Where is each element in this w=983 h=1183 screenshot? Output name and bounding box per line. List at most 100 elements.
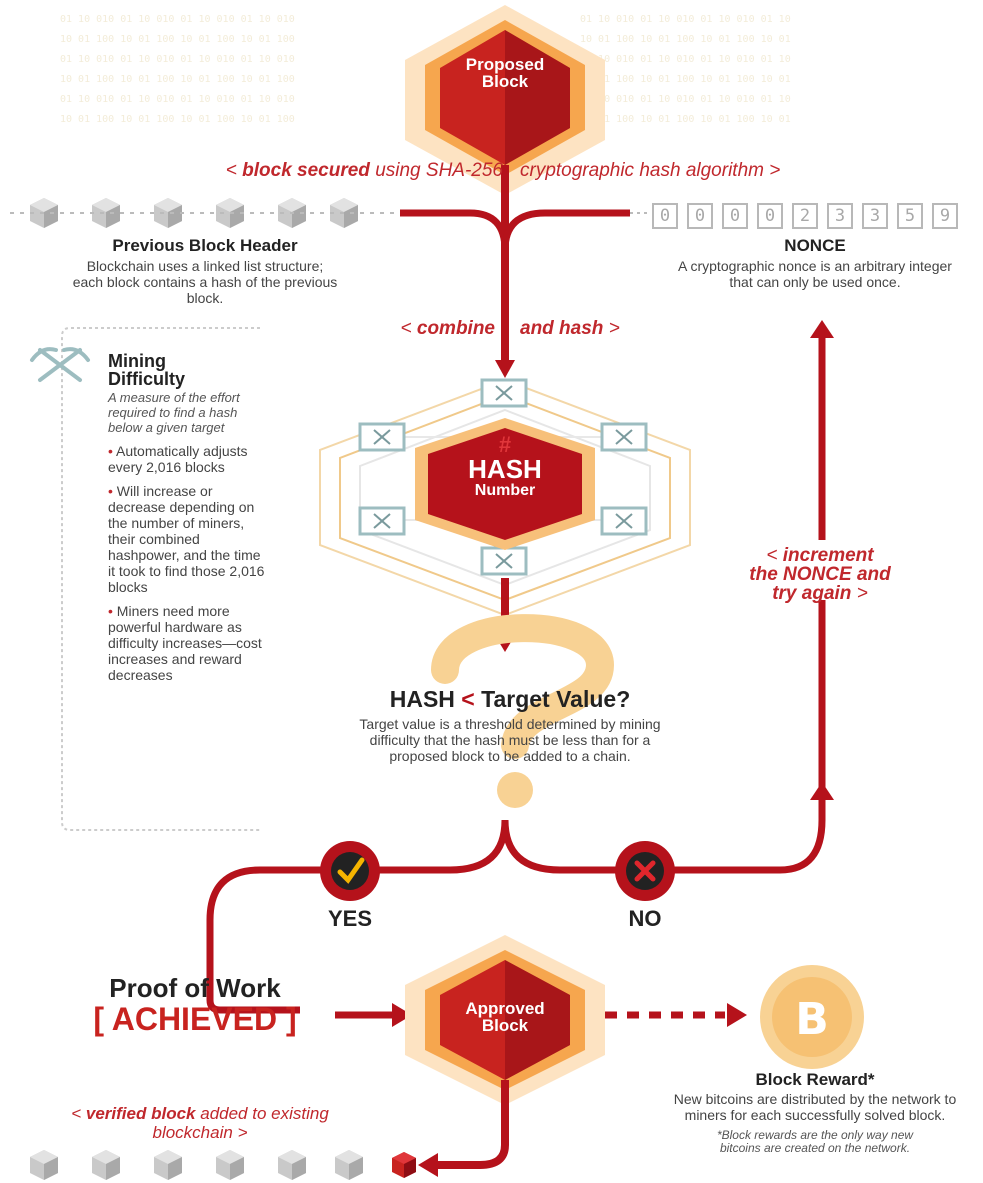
verified-caption-strong: verified block	[85, 1104, 196, 1123]
svg-text:10 01 100 10 01 100 10 01 100: 10 01 100 10 01 100 10 01 100 10 01	[580, 74, 791, 85]
svg-text:01 10 010 01 10 010 01 10 010: 01 10 010 01 10 010 01 10 010 01 10	[580, 14, 791, 25]
proof-of-work-line1: Proof of Work	[109, 973, 281, 1003]
svg-text:01 10 010 01 10 010 01 10 010: 01 10 010 01 10 010 01 10 010 01 10 010	[60, 94, 295, 105]
nonce-description: A cryptographic nonce is an arbitrary in…	[678, 258, 952, 290]
nonce-digit: 3	[827, 203, 853, 229]
bitcoin-icon: B	[760, 965, 864, 1069]
block-reward-footnote: *Block rewards are the only way new bitc…	[716, 1128, 914, 1155]
svg-text:01 10 010 01 10 010 01 10 010: 01 10 010 01 10 010 01 10 010 01 10	[580, 94, 791, 105]
no-branch-line	[501, 790, 826, 874]
increment-caption: < increment the NONCE and try again >	[700, 546, 940, 603]
nonce-digit: 0	[722, 203, 748, 229]
svg-text:10 01 100 10 01 100 10 01 100: 10 01 100 10 01 100 10 01 100 10 01	[580, 34, 791, 45]
svg-text:10 01 100 10 01 100 10 01 100: 10 01 100 10 01 100 10 01 100 10 01 100	[60, 34, 295, 45]
previous-block-section: Previous Block Header Blockchain uses a …	[40, 236, 370, 306]
verified-caption-close: >	[237, 1123, 248, 1142]
mining-difficulty-bullet-text: Automatically adjusts every 2,016 blocks	[108, 443, 248, 475]
nonce-section: NONCE A cryptographic nonce is an arbitr…	[660, 236, 970, 290]
proof-of-work: Proof of Work [ ACHIEVED ]	[50, 974, 340, 1036]
nonce-digit: 9	[932, 203, 958, 229]
arrow-into-hash	[495, 360, 515, 378]
yes-label: YES	[327, 906, 373, 931]
combine-caption-left-text: combine	[416, 318, 495, 339]
sha-caption-strong: block secured	[242, 160, 370, 181]
sha-caption-close: >	[769, 160, 781, 181]
hash-number-label: # HASH Number	[445, 434, 565, 500]
combine-caption-close: >	[608, 318, 620, 339]
increment-caption-line3: try again	[772, 583, 852, 604]
svg-text:10 01 100 10 01 100 10 01 100: 10 01 100 10 01 100 10 01 100 10 01 100	[60, 114, 295, 125]
approved-block-hexagon	[405, 935, 605, 1105]
mining-difficulty-bracket	[61, 327, 260, 831]
verified-caption-rest: added to existing blockchain	[152, 1104, 329, 1142]
mining-difficulty-section: Mining Difficulty A measure of the effor…	[108, 352, 268, 683]
mining-difficulty-title-line2: Difficulty	[108, 369, 186, 389]
combine-caption-right: and hash >	[520, 318, 720, 340]
combine-caption-open: <	[400, 318, 412, 339]
verified-caption-open: <	[71, 1104, 82, 1123]
yes-circle	[320, 841, 380, 901]
sha-caption-right: cryptographic hash algorithm >	[520, 160, 920, 182]
yes-branch-line	[206, 819, 509, 1014]
approved-block-line1: Approved	[465, 999, 545, 1018]
mining-difficulty-definition: A measure of the effort required to find…	[108, 390, 240, 435]
hash-symbol: #	[498, 432, 512, 457]
sha-caption-rest-left: using SHA-256	[375, 160, 503, 181]
nonce-digit: 5	[897, 203, 923, 229]
no-label: NO	[628, 906, 662, 931]
question-left: HASH	[389, 686, 455, 712]
svg-text:01 10 010 01 10 010 01 10 010: 01 10 010 01 10 010 01 10 010 01 10 010	[60, 14, 295, 25]
previous-chain-cubes	[10, 198, 395, 228]
pow-to-approved-arrow	[392, 1003, 412, 1027]
proposed-block-label: Proposed Block	[445, 56, 565, 90]
previous-block-description: Blockchain uses a linked list structure;…	[72, 258, 338, 306]
background-pattern: 01 10 010 01 10 010 01 10 010 01 10 010 …	[60, 14, 791, 125]
mining-difficulty-title-line1: Mining	[108, 351, 166, 371]
previous-block-connector	[400, 209, 509, 251]
svg-text:01 10 010 01 10 010 01 10 010: 01 10 010 01 10 010 01 10 010 01 10 010	[60, 54, 295, 65]
question-symbol: <	[461, 686, 475, 712]
increment-caption-close: >	[856, 583, 868, 604]
question-mark-watermark	[431, 614, 615, 808]
combine-caption-left: < combine	[280, 318, 495, 340]
svg-text:10 01 100 10 01 100 10 01 100: 10 01 100 10 01 100 10 01 100 10 01	[580, 114, 791, 125]
proposed-block-hexagon	[405, 5, 605, 195]
nonce-digit: 0	[687, 203, 713, 229]
approved-block-line2: Block	[481, 1016, 529, 1035]
nonce-title: NONCE	[784, 236, 846, 255]
no-circle	[615, 841, 675, 901]
mining-difficulty-bullet: • Miners need more powerful hardware as …	[108, 603, 262, 683]
retry-arrow-upper	[810, 320, 834, 338]
hash-target-question: HASH < Target Value?	[310, 686, 710, 713]
nonce-digit: 3	[862, 203, 888, 229]
increment-caption-line1: increment	[782, 545, 874, 566]
retry-arrow-lower	[810, 782, 834, 800]
approved-block-label: Approved Block	[445, 1000, 565, 1034]
svg-text:01 10 010 01 10 010 01 10 010: 01 10 010 01 10 010 01 10 010 01 10	[580, 54, 791, 65]
previous-block-title: Previous Block Header	[112, 236, 298, 255]
blockchain-cubes	[30, 1150, 416, 1180]
mining-difficulty-bullet: • Will increase or decrease depending on…	[108, 483, 265, 595]
hash-number-line2: Number	[474, 482, 536, 499]
mining-difficulty-bullet-text: Will increase or decrease depending on t…	[108, 483, 265, 595]
proposed-block-line2: Block	[481, 72, 529, 91]
question-right: Target Value?	[481, 686, 631, 712]
proposed-block-line1: Proposed	[465, 55, 545, 74]
sha-caption-left: < block secured using SHA-256	[108, 160, 503, 182]
mining-difficulty-bullet: • Automatically adjusts every 2,016 bloc…	[108, 443, 248, 475]
svg-text:10 01 100 10 01 100 10 01 100: 10 01 100 10 01 100 10 01 100 10 01 100	[60, 74, 295, 85]
combine-caption-right-text: and hash	[520, 318, 604, 339]
increment-caption-open: <	[766, 545, 778, 566]
nonce-digit: 0	[757, 203, 783, 229]
nonce-digit: 0	[652, 203, 678, 229]
pickaxe-icon	[30, 347, 90, 382]
approved-to-chain-arrow	[418, 1153, 438, 1177]
block-reward-description: New bitcoins are distributed by the netw…	[673, 1091, 957, 1123]
svg-text:B: B	[795, 994, 829, 1045]
nonce-digit: 2	[792, 203, 818, 229]
sha-caption-rest-right: cryptographic hash algorithm	[520, 160, 764, 181]
nonce-connector	[501, 209, 630, 251]
sha-caption-open: <	[225, 160, 237, 181]
hash-number-line1: HASH	[468, 454, 542, 484]
